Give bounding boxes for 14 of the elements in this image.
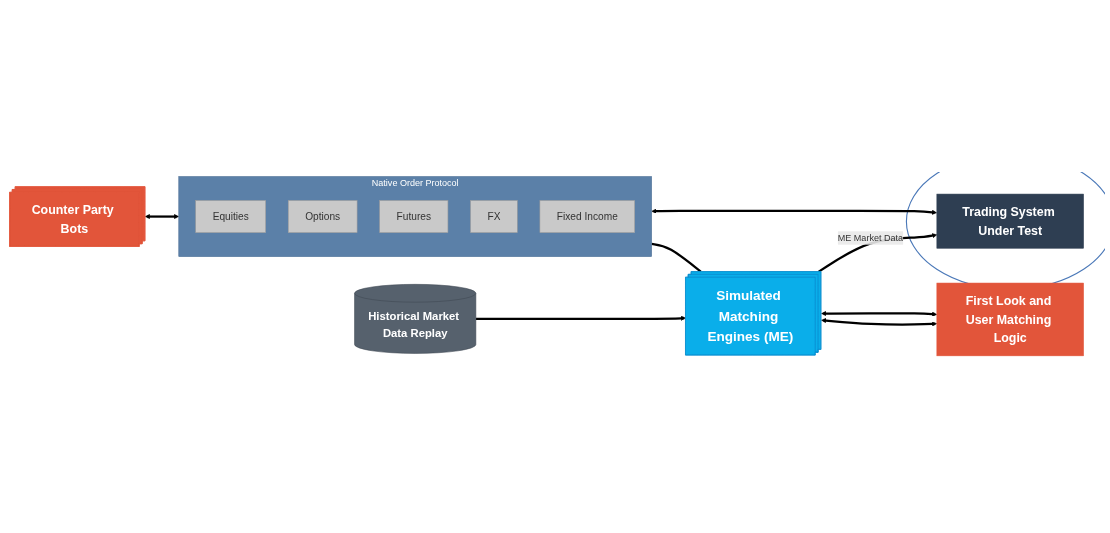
node-box: Options — [287, 200, 358, 234]
edge-label: ME Market Data — [837, 233, 904, 243]
node-box: Equities — [195, 200, 266, 234]
connector — [651, 243, 702, 273]
node-box: Trading System Under Test — [936, 194, 1084, 249]
node-box: Fixed Income — [539, 200, 635, 234]
arrow — [821, 318, 938, 327]
node-box: FX — [470, 200, 518, 234]
arrow — [651, 209, 937, 216]
node-box: Futures — [379, 200, 449, 234]
node-box: First Look and User Matching Logic — [936, 283, 1084, 357]
arrow — [821, 311, 938, 317]
arrow — [144, 214, 179, 220]
arrow — [475, 316, 686, 322]
